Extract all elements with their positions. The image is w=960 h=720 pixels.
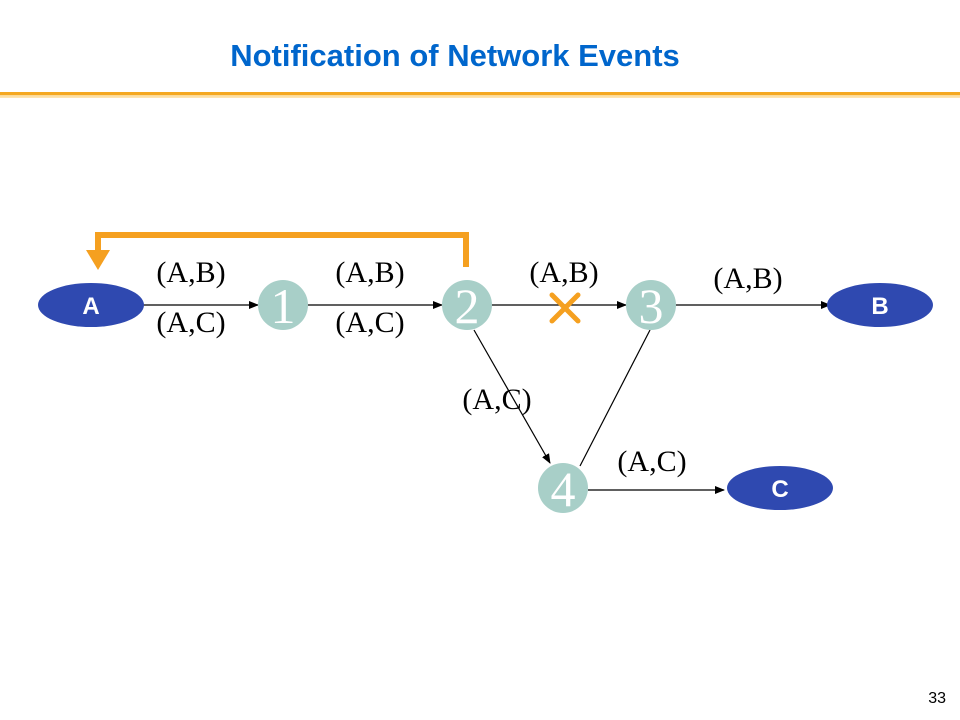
flow-label: (A,C) xyxy=(156,306,225,339)
host-c-label: C xyxy=(771,476,788,503)
flow-label: (A,B) xyxy=(529,256,598,289)
flow-label: (A,B) xyxy=(713,262,782,295)
router-3: 3 xyxy=(626,278,676,334)
host-b-label: B xyxy=(871,293,888,320)
notification-arrow-icon xyxy=(86,232,469,270)
flow-label: (A,B) xyxy=(335,256,404,289)
flow-label: (A,C) xyxy=(462,383,531,416)
router-3-label: 3 xyxy=(639,278,664,334)
host-b: B xyxy=(827,283,933,327)
x-mark-icon xyxy=(549,292,581,324)
page-number: 33 xyxy=(928,690,946,707)
router-4-label: 4 xyxy=(551,461,576,517)
page-title: Notification of Network Events xyxy=(230,38,680,73)
host-a-label: A xyxy=(82,293,99,320)
flow-label: (A,B) xyxy=(156,256,225,289)
host-a: A xyxy=(38,283,144,327)
host-c: C xyxy=(727,466,833,510)
router-2: 2 xyxy=(442,278,492,334)
router-1: 1 xyxy=(258,278,308,334)
flow-label: (A,C) xyxy=(617,445,686,478)
router-1-label: 1 xyxy=(271,278,296,334)
link-r3-r4 xyxy=(579,329,651,467)
router-4: 4 xyxy=(538,461,588,517)
link-r2-r4 xyxy=(473,329,551,464)
router-2-label: 2 xyxy=(455,278,480,334)
flow-label: (A,C) xyxy=(335,306,404,339)
title-divider xyxy=(0,92,960,98)
